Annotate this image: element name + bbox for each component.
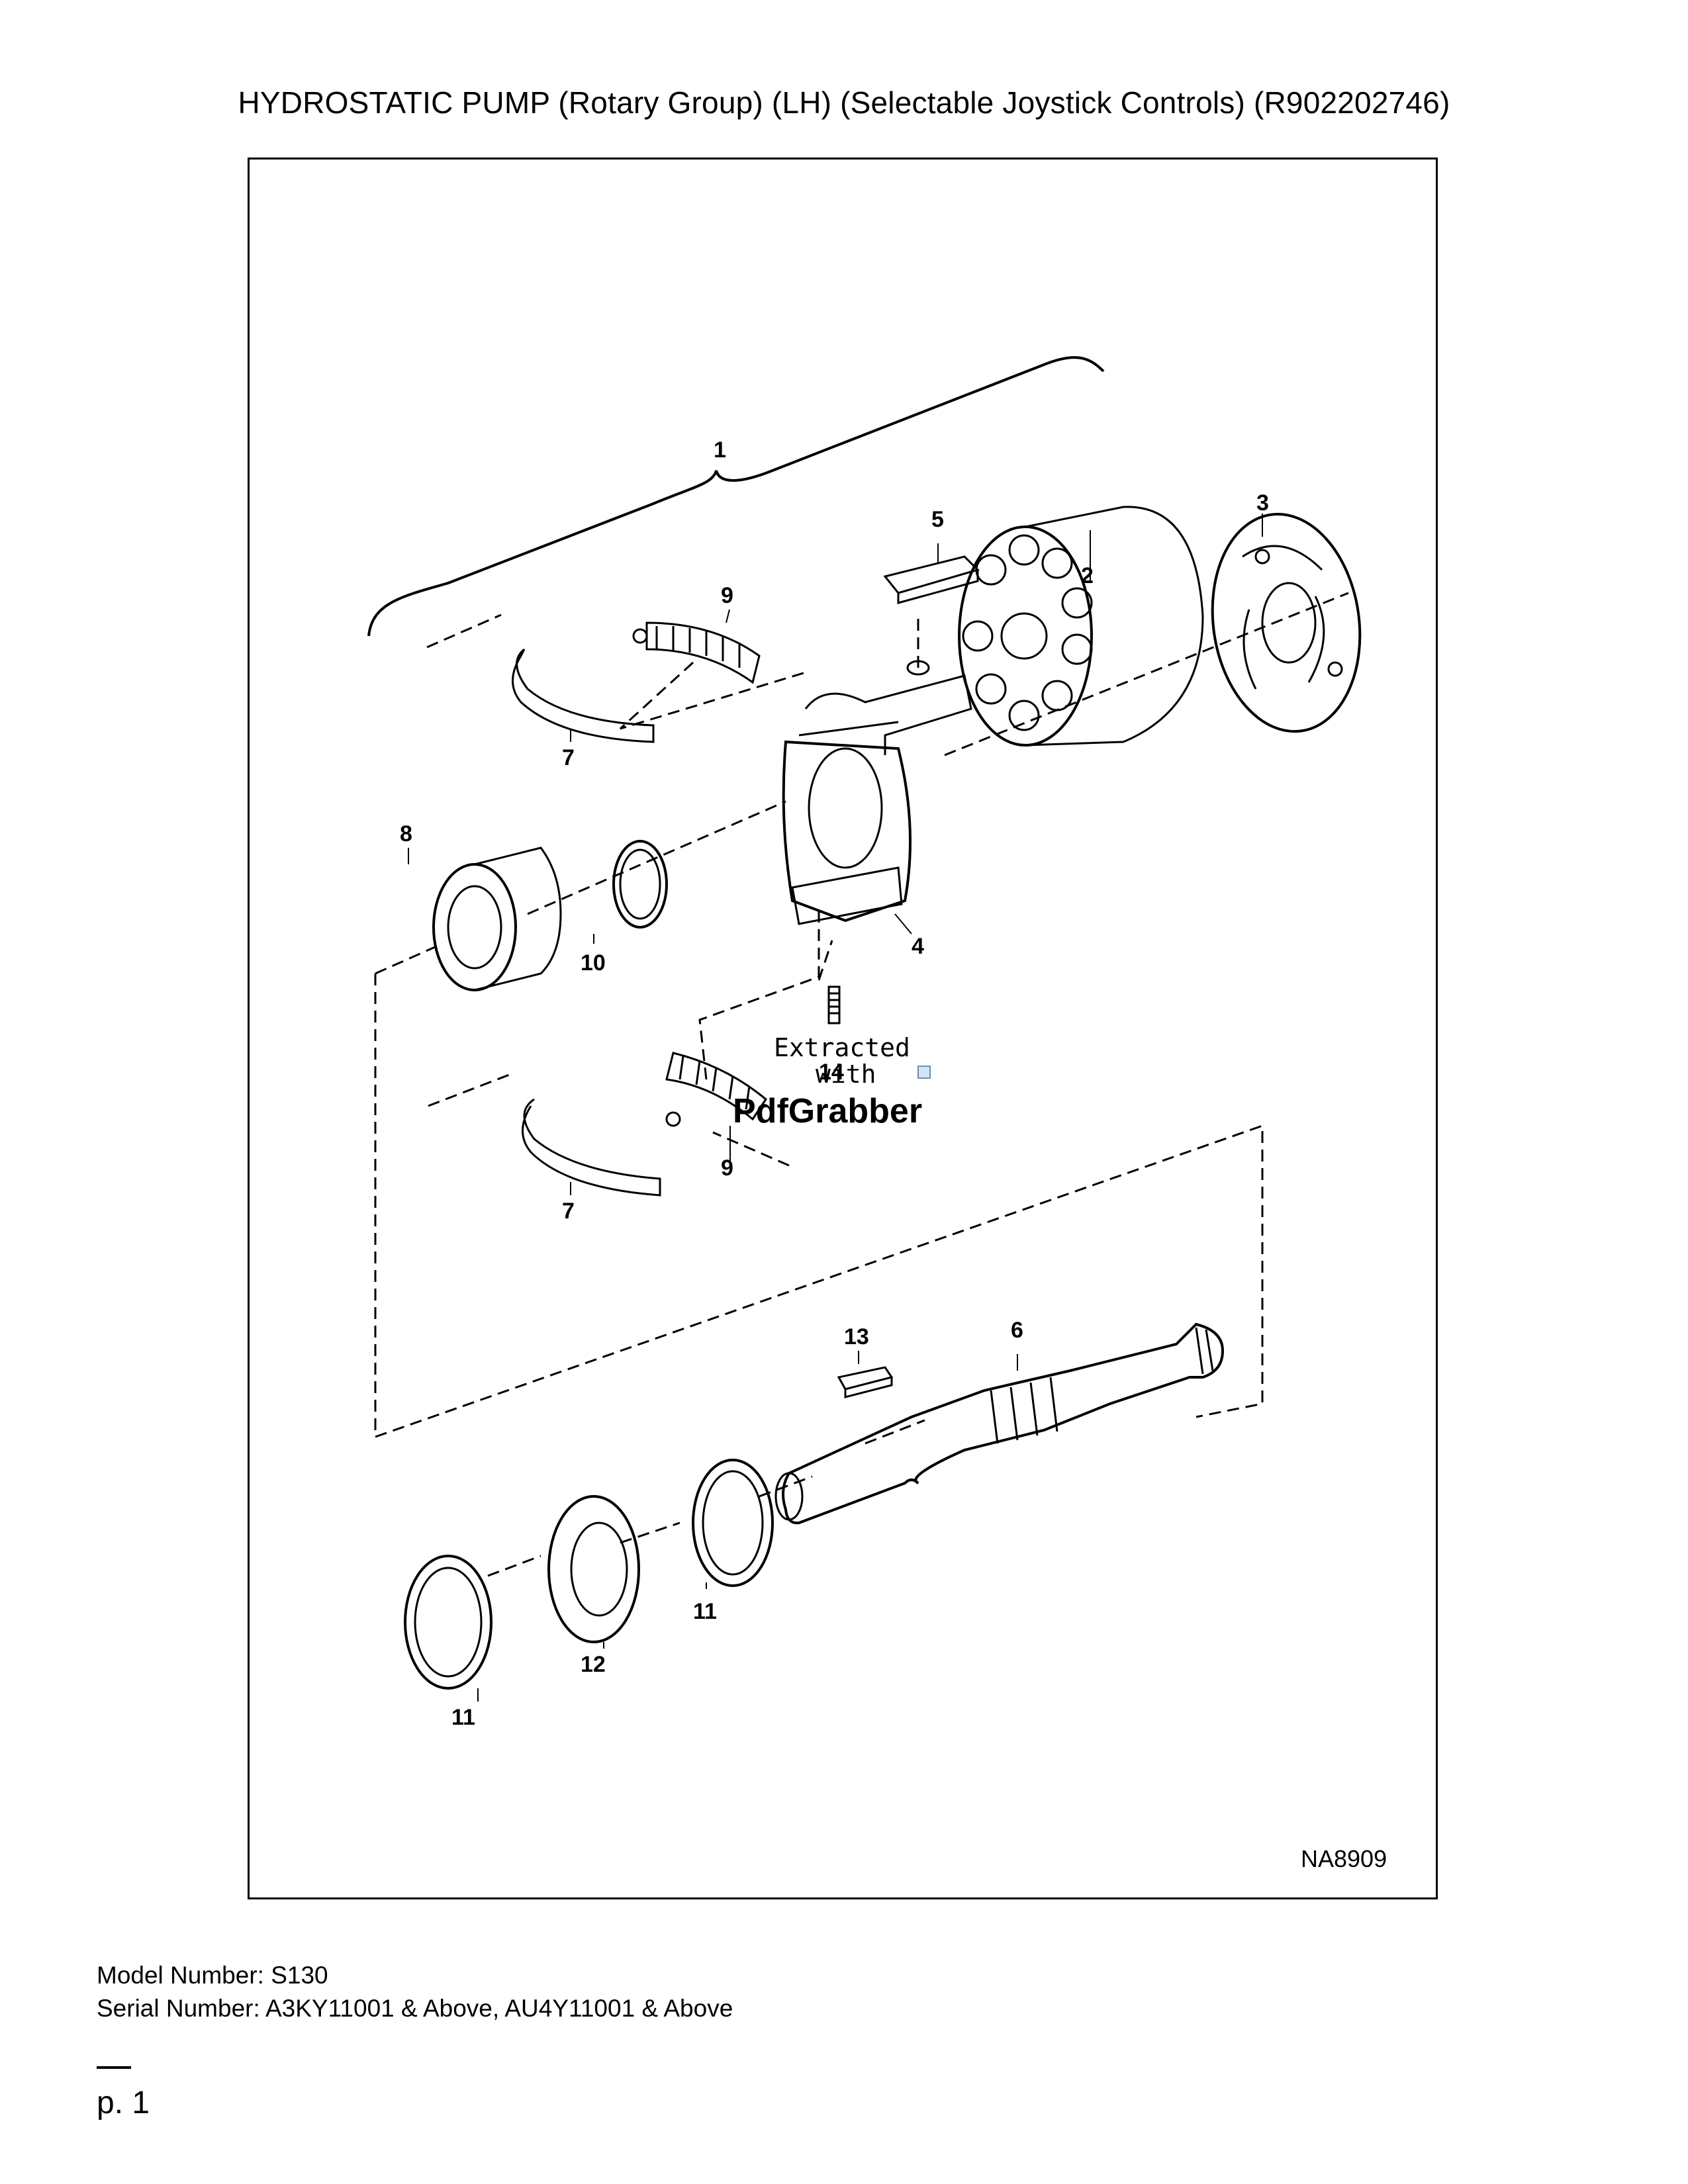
part-11-ring-right [692,1459,774,1587]
watermark-line-1: Extracted [774,1033,910,1062]
page-number: p. 1 [97,2085,150,2120]
callout-5: 5 [931,507,944,532]
serial-number: Serial Number: A3KY11001 & Above, AU4Y11… [97,1995,733,2022]
part-7-shell-upper [512,648,655,743]
callout-6: 6 [1011,1318,1023,1343]
part-2-cylinder-block [958,506,1204,747]
callout-4: 4 [912,934,924,959]
callout-9-upper: 9 [721,583,733,608]
watermark-line-2: with [816,1060,876,1089]
part-11-ring-left [404,1555,492,1690]
page-title: HYDROSTATIC PUMP (Rotary Group) (LH) (Se… [238,85,1450,120]
diagram-frame: 1 2 3 4 5 6 7 7 8 9 9 10 11 11 12 13 14 … [248,158,1438,1899]
callout-13: 13 [844,1324,869,1349]
part-4-swash-plate [782,660,972,925]
callout-7-lower: 7 [562,1199,575,1224]
callout-2: 2 [1081,563,1094,588]
part-9-bearing-lower [665,1052,767,1127]
part-10-snap-ring [612,840,668,929]
callout-7-upper: 7 [562,745,575,770]
dashed-guide-lines [374,592,1349,1577]
part-13-key [837,1366,894,1398]
page-number-rule [97,2066,131,2069]
part-6-shaft [774,1322,1225,1525]
part-3-port-plate [1211,512,1362,733]
drawing-reference: NA8909 [1301,1845,1387,1872]
callout-11-left: 11 [451,1705,475,1730]
watermark-icon [917,1066,931,1079]
callout-10: 10 [581,950,606,976]
exploded-parts-diagram: 1 2 3 4 5 6 7 7 8 9 9 10 11 11 12 13 14 … [367,356,1387,1872]
model-number: Model Number: S130 [97,1962,328,1989]
part-8-bearing [432,846,562,991]
callout-1: 1 [714,437,726,463]
part-9-bearing-upper [632,621,761,684]
callout-8: 8 [400,821,412,846]
callout-11-right: 11 [693,1599,717,1624]
footer: Model Number: S130 Serial Number: A3KY11… [97,1959,733,2025]
part-7-shell-lower [522,1098,661,1197]
callout-14: 14 [819,1060,844,1085]
callout-12: 12 [581,1652,606,1677]
callout-3: 3 [1256,490,1269,516]
leader-lines [408,514,1263,1702]
callout-9-lower: 9 [721,1156,733,1181]
watermark-brand: PdfGrabber [733,1092,922,1130]
assembly-brace [367,356,1105,637]
part-14-screw [827,985,841,1024]
part-12-washer [547,1495,640,1643]
